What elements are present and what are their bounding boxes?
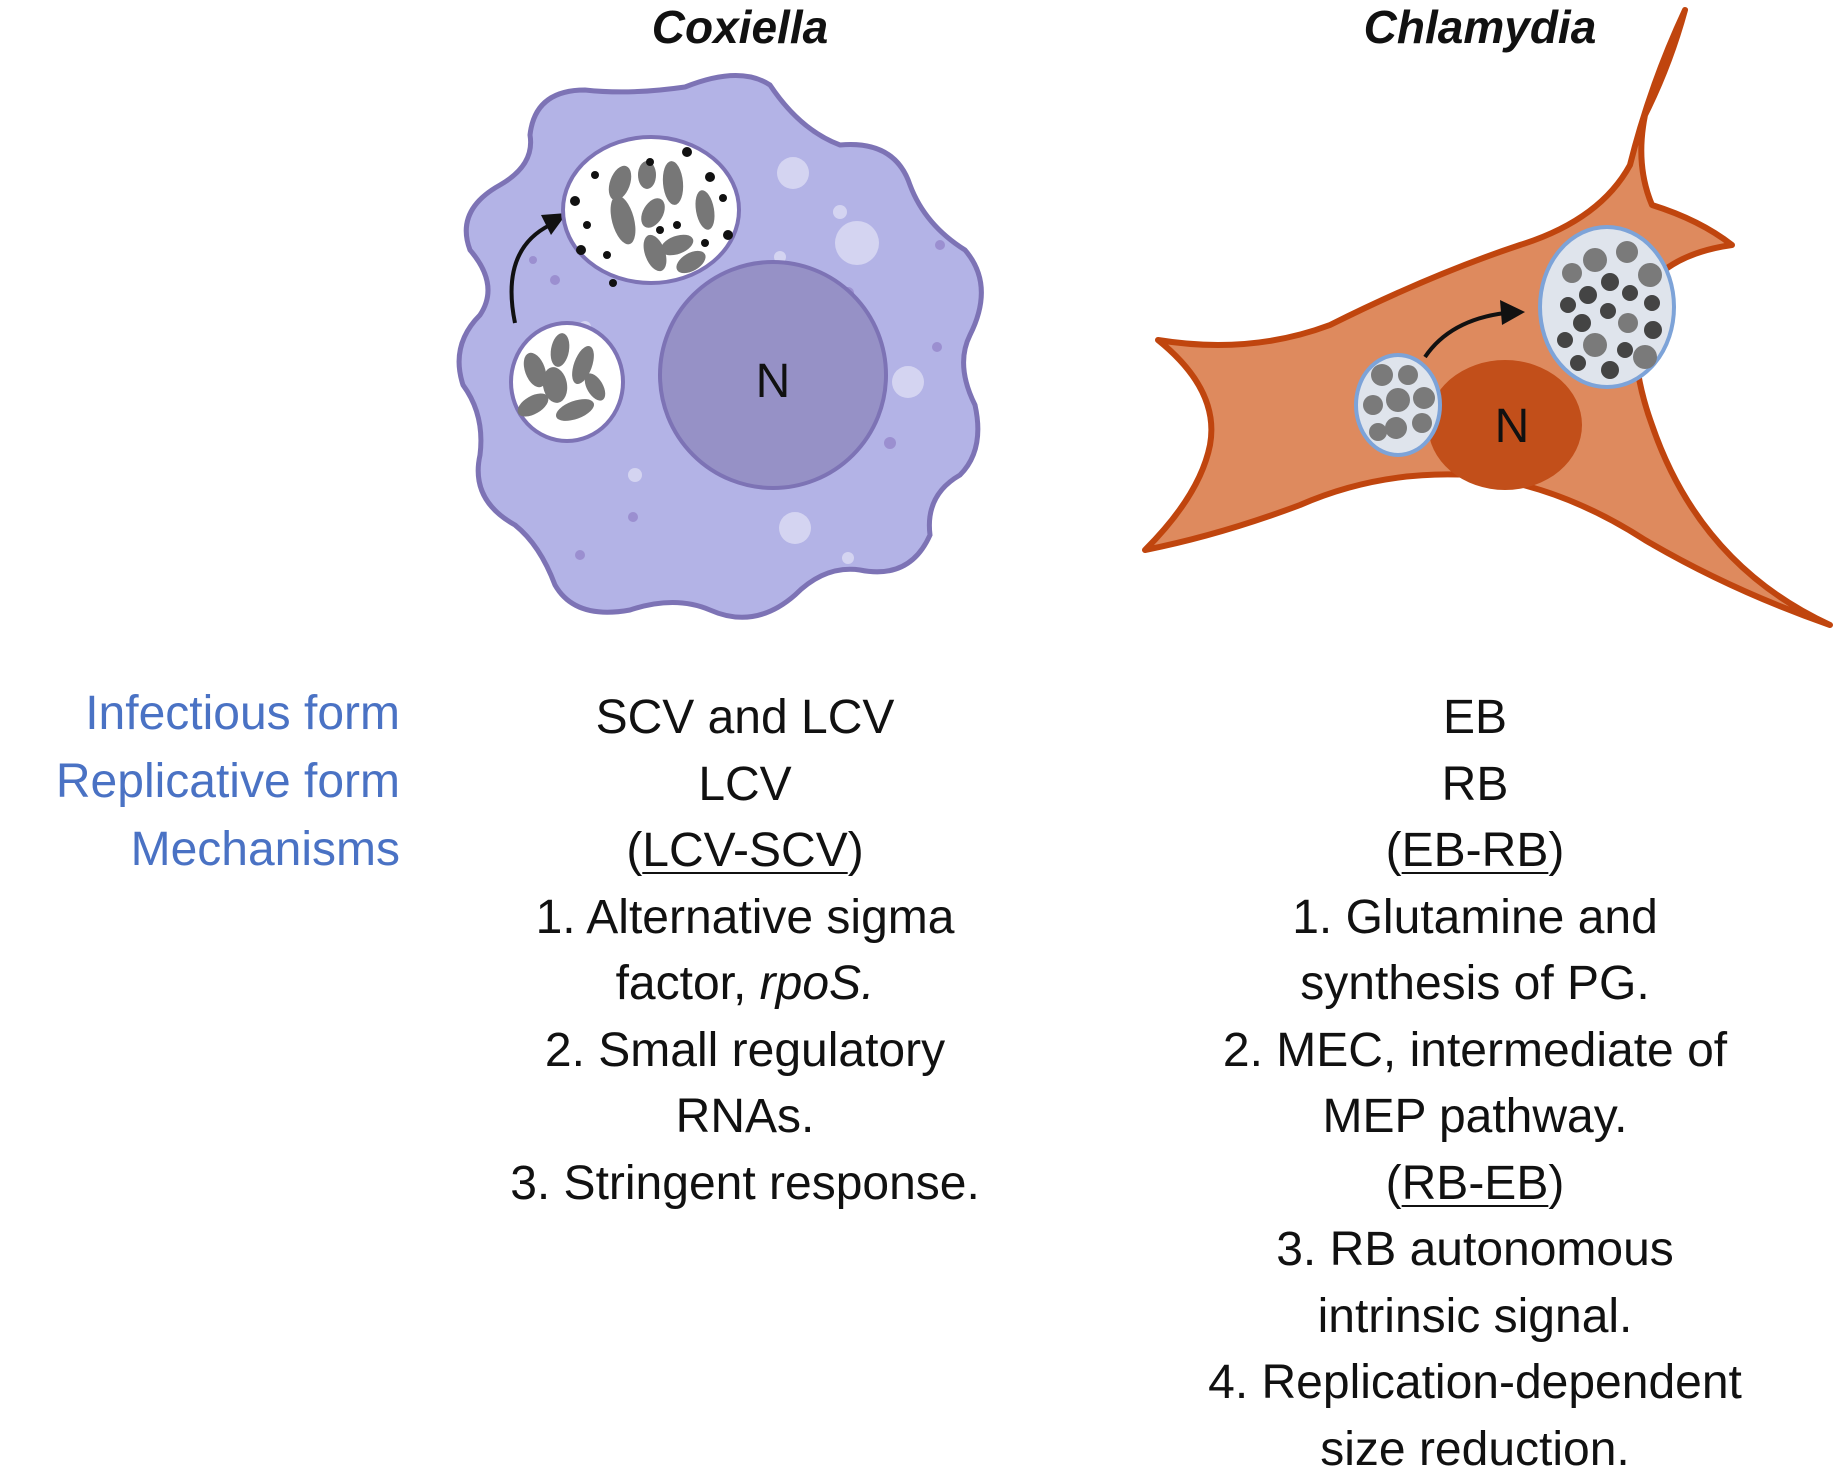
chlamydia-mechanism-1b: synthesis of PG. bbox=[1150, 951, 1800, 1018]
coxiella-cell-illustration: N bbox=[455, 65, 995, 640]
transition-close-paren: ) bbox=[1548, 824, 1564, 877]
infectious-form-label: Infectious form bbox=[0, 680, 400, 748]
chlamydia-transition-rb-eb: (RB-EB) bbox=[1150, 1151, 1800, 1218]
chlamydia-mechanism-4b: size reduction. bbox=[1150, 1417, 1800, 1483]
rpos-gene-name: rpoS. bbox=[760, 957, 875, 1010]
coxiella-transition-label: LCV-SCV bbox=[642, 824, 847, 877]
chlamydia-column: EB RB (EB-RB) 1. Glutamine and synthesis… bbox=[1150, 685, 1800, 1483]
coxiella-title: Coxiella bbox=[600, 0, 880, 54]
cytoplasm-speck bbox=[550, 275, 560, 285]
coxiella-infectious-form: SCV and LCV bbox=[430, 685, 1060, 752]
coxiella-mechanism-3: 3. Stringent response. bbox=[430, 1151, 1060, 1218]
chlamydia-mechanism-2a: 2. MEC, intermediate of bbox=[1150, 1018, 1800, 1085]
cytoplasm-speck bbox=[932, 342, 942, 352]
coxiella-mechanism-1b-text: factor, bbox=[616, 957, 760, 1010]
cytoplasm-vesicle bbox=[842, 552, 854, 564]
coxiella-replicative-form: LCV bbox=[430, 752, 1060, 819]
chlamydia-transition-eb-rb: (EB-RB) bbox=[1150, 818, 1800, 885]
transition-open-paren: ( bbox=[1386, 1157, 1402, 1210]
cytoplasm-vesicle bbox=[833, 205, 847, 219]
cytoplasm-vesicle bbox=[779, 512, 811, 544]
chlamydia-mechanism-3b: intrinsic signal. bbox=[1150, 1284, 1800, 1351]
chlamydia-replicative-form: RB bbox=[1150, 752, 1800, 819]
transition-open-paren: ( bbox=[1386, 824, 1402, 877]
eb-rb-transition-label: EB-RB bbox=[1402, 824, 1549, 877]
chlamydia-cell-illustration: N bbox=[1140, 5, 1834, 645]
cytoplasm-speck bbox=[935, 240, 945, 250]
cytoplasm-speck bbox=[575, 550, 585, 560]
cytoplasm-vesicle bbox=[892, 366, 924, 398]
coxiella-nucleus-label: N bbox=[756, 355, 791, 408]
transition-open-paren: ( bbox=[626, 824, 642, 877]
transition-close-paren: ) bbox=[1548, 1157, 1564, 1210]
cytoplasm-speck bbox=[628, 512, 638, 522]
replicative-form-label: Replicative form bbox=[0, 748, 400, 816]
coxiella-mechanism-2b: RNAs. bbox=[430, 1084, 1060, 1151]
coxiella-mechanism-1a: 1. Alternative sigma bbox=[430, 885, 1060, 952]
chlamydia-mechanism-3a: 3. RB autonomous bbox=[1150, 1217, 1800, 1284]
coxiella-mechanism-2a: 2. Small regulatory bbox=[430, 1018, 1060, 1085]
rb-eb-transition-label: RB-EB bbox=[1402, 1157, 1549, 1210]
chlamydia-infectious-form: EB bbox=[1150, 685, 1800, 752]
cytoplasm-vesicle bbox=[777, 157, 809, 189]
mechanisms-label: Mechanisms bbox=[0, 816, 400, 884]
chlamydia-mechanism-2b: MEP pathway. bbox=[1150, 1084, 1800, 1151]
cytoplasm-vesicle bbox=[835, 221, 879, 265]
coxiella-transition: (LCV-SCV) bbox=[430, 818, 1060, 885]
transition-close-paren: ) bbox=[848, 824, 864, 877]
coxiella-column: SCV and LCV LCV (LCV-SCV) 1. Alternative… bbox=[430, 685, 1060, 1217]
row-labels: Infectious form Replicative form Mechani… bbox=[0, 680, 400, 884]
coxiella-mechanism-1b: factor, rpoS. bbox=[430, 951, 1060, 1018]
chlamydia-mechanism-4a: 4. Replication-dependent bbox=[1150, 1350, 1800, 1417]
cytoplasm-speck bbox=[884, 437, 896, 449]
cytoplasm-speck bbox=[529, 256, 537, 264]
cytoplasm-vesicle bbox=[628, 468, 642, 482]
chlamydia-mechanism-1a: 1. Glutamine and bbox=[1150, 885, 1800, 952]
chlamydia-nucleus-label: N bbox=[1495, 400, 1530, 453]
